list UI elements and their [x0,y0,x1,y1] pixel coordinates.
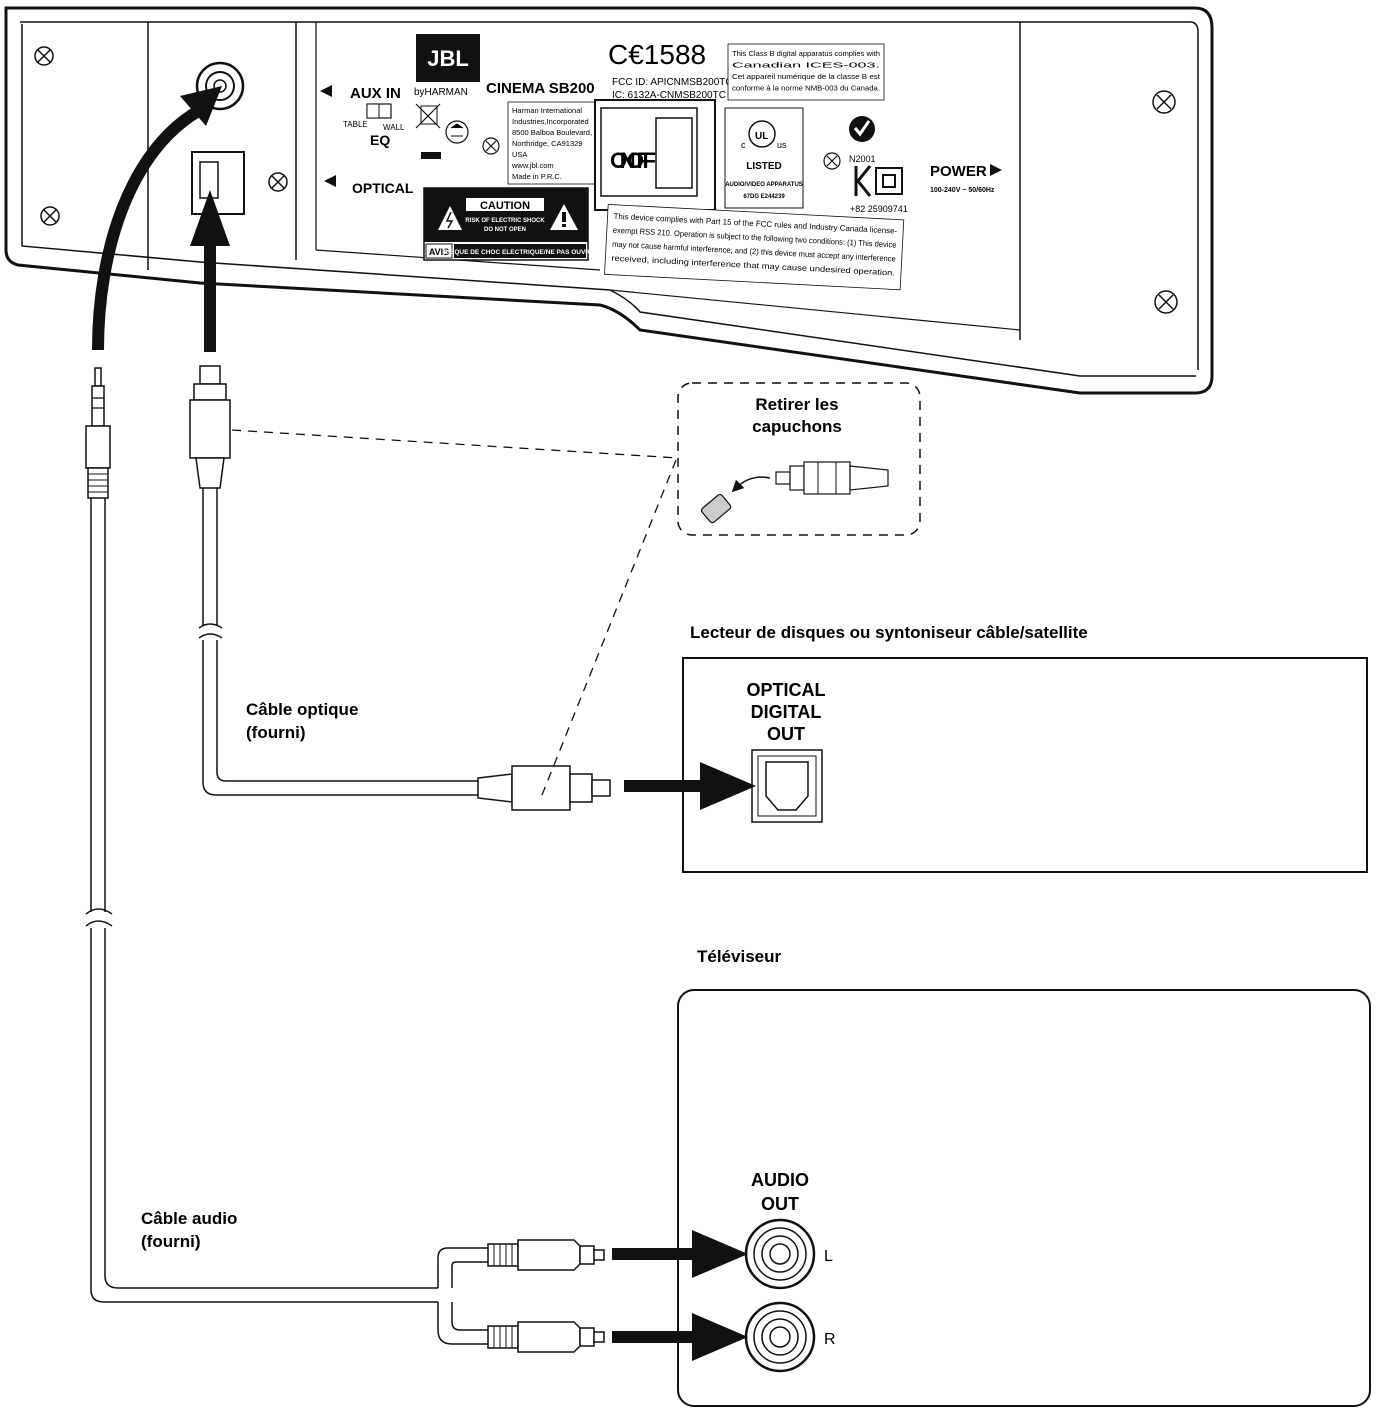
callout-line2: capuchons [752,417,842,436]
eq-label: EQ [370,132,390,148]
caution-label: CAUTION RISK OF ELECTRIC SHOCK DO NOT OP… [423,187,597,261]
ic-id-label: IC: 6132A-CNMSB200TC [612,90,726,101]
insert-arrow-tv-r [612,1313,748,1361]
optical-cable [189,365,611,811]
screw-icon [268,172,288,192]
model-label: CINEMA SB200 [486,80,595,97]
ul-mark-label: UL [755,131,768,142]
screw-icon [823,152,841,170]
insert-arrow-tv-l [612,1230,748,1278]
weee-icon [415,103,441,159]
notice-line: Cet appareil numérique de la classe B es… [732,72,881,81]
power-label: POWER [930,163,987,180]
ul-us-label: us [777,140,787,150]
insert-arrow-aux [92,86,222,351]
soundbar-rear-panel: AUX IN TABLE WALL EQ OPTICAL JBL byHARMA… [4,6,1214,395]
address-block: Harman InternationalIndustries,Incorpora… [511,106,592,181]
callout-line1: Retirer les [755,395,838,414]
audio-out-l-jack[interactable] [744,1218,816,1290]
tv-right-label: R [824,1331,836,1348]
aux-in-label: AUX IN [350,85,401,102]
switch-label: ON OFF [610,148,656,173]
kc-icon [854,165,872,197]
caution-line1: RISK OF ELECTRIC SHOCK [465,218,545,224]
power-switch[interactable]: ON OFF [594,99,716,211]
jbl-logo [416,34,480,82]
player-title: Lecteur de disques ou syntoniseur câble/… [690,623,1088,642]
optical-cable-line2: (fourni) [246,723,305,742]
caution-title: CAUTION [480,200,530,212]
brand-label: JBL [427,46,469,71]
audio-cable [84,367,605,1353]
n-code-label: N2001 [849,154,876,164]
remove-caps-callout: Retirer les capuchons [677,382,921,536]
optical-digital-out-port[interactable] [751,749,823,823]
arrow-left-icon [324,175,336,187]
ul-listing: c UL us LISTED AUDIO/VIDEO APPARATUS 67D… [724,107,804,209]
ul-line2-label: 67DG E244239 [743,194,785,200]
dust-cap-icon [701,493,732,524]
tv-title: Téléviseur [697,947,781,966]
c-tick-icon [849,116,875,142]
recycle-icon [445,120,469,144]
fcc-id-label: FCC ID: APICNMSB200TC [612,77,733,88]
insert-arrow-player [624,762,756,810]
audio-out-r-jack[interactable] [744,1301,816,1373]
avis-text: RISQUE DE CHOC ELECTRIQUE/NE PAS OUVRIR [443,249,596,256]
screw-icon [40,206,60,226]
arrow-left-icon [320,85,332,97]
optical-label: OPTICAL [352,180,414,196]
double-insulation-icon [875,167,903,195]
notice-line: 8500 Balboa Boulevard, [512,128,592,137]
notice-line: This Class B digital apparatus complies … [732,49,880,58]
notice-line: USA [512,150,527,159]
ul-c-label: c [741,140,746,150]
notice-line: Harman International [512,106,582,115]
ul-line1-label: AUDIO/VIDEO APPARATUS [725,182,803,188]
insert-arrow-optical [190,190,230,352]
screw-icon [1152,90,1176,114]
brand-by-label: byHARMAN [414,87,468,98]
optical-in-port[interactable] [191,151,245,215]
canada-notice: This Class B digital apparatus complies … [732,49,881,93]
kc-number-label: +82 25909741 [850,204,908,214]
notice-line: Industries,Incorporated [512,117,589,126]
player-port-line1: OPTICAL [747,680,826,700]
screw-icon [34,46,54,66]
screw-icon [482,137,500,155]
notice-line: conforme à la norme NMB-003 du Canada. [732,84,880,93]
optical-cable-line1: Câble optique [246,700,358,719]
ul-listed-label: LISTED [746,161,782,172]
tv-port-line1: AUDIO [751,1170,809,1190]
eq-table-label: TABLE [343,120,368,129]
tv-port-line2: OUT [761,1194,799,1214]
notice-line: Canadian ICES-003. [732,61,880,70]
notice-line: www.jbl.com [511,161,554,170]
arrow-right-icon [990,164,1002,176]
caution-line2: DO NOT OPEN [484,227,526,233]
eq-wall-label: WALL [383,123,405,132]
audio-cable-line2: (fourni) [141,1232,200,1251]
notice-line: Northridge, CA91329 [512,139,582,148]
notice-line: Made in P.R.C. [512,172,562,181]
tv-left-label: L [824,1248,833,1265]
audio-cable-line1: Câble audio [141,1209,237,1228]
avis-label: AVIS [429,247,449,257]
ce-mark: C€1588 [608,39,706,70]
player-port-line3: OUT [767,724,805,744]
tv-device-box [677,989,1371,1407]
power-spec-label: 100-240V ~ 50/60Hz [930,187,995,194]
player-port-line2: DIGITAL [751,702,822,722]
screw-icon [1154,290,1178,314]
